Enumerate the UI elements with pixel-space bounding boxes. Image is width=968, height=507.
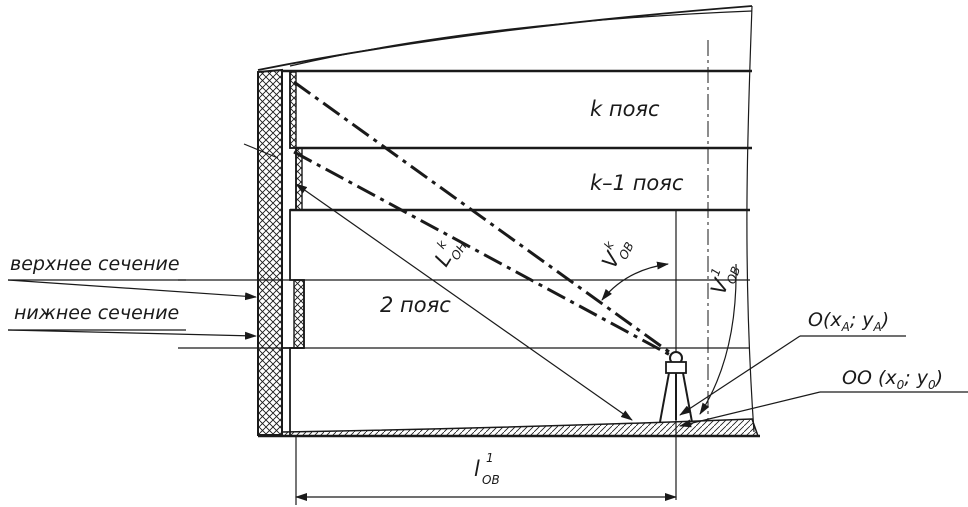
label-l-ob1-sup: 1 <box>486 451 494 465</box>
label-point-a-post: ) <box>880 309 889 331</box>
label-belt-k: k пояс <box>590 97 660 121</box>
label-lower-section: нижнее сечение <box>14 302 179 324</box>
v-obk-angle-arc <box>601 261 669 301</box>
label-l-ob1-sub: ОВ <box>482 473 500 487</box>
theodolite-instrument <box>659 351 693 423</box>
label-l-onk: L ОН k <box>430 237 470 270</box>
label-point-o-pre: OO (x <box>842 367 897 389</box>
l-onk-dimension-line <box>295 183 633 421</box>
label-point-o: OO (x0; y0) <box>842 367 943 392</box>
label-v-obk: V ОВ k <box>597 238 637 272</box>
label-point-a: O(xA; yA) <box>808 309 889 334</box>
label-l-ob1: l ОВ 1 <box>474 451 500 487</box>
wall-section-hatched <box>257 68 283 436</box>
l-onk-tick <box>243 143 279 159</box>
label-belt-k-minus-1: k–1 пояс <box>590 171 684 195</box>
point-a-leader-diag <box>679 335 801 416</box>
v-ob1-angle-arc <box>699 263 737 415</box>
lower-section-leader <box>7 329 257 340</box>
label-point-o-sub1: 0 <box>897 378 905 392</box>
sight-line-upper <box>293 80 673 356</box>
point-o-leader-diag <box>679 391 821 428</box>
label-point-a-sub2: A <box>873 320 882 334</box>
label-point-a-mid: ; y <box>850 309 874 331</box>
label-point-o-post: ) <box>934 367 943 389</box>
label-point-a-pre: O(x <box>808 309 842 331</box>
label-point-o-sub2: 0 <box>928 378 936 392</box>
label-upper-section: верхнее сечение <box>10 253 180 275</box>
label-v-ob1: V ОВ 1 <box>706 265 743 298</box>
label-point-a-sub1: A <box>841 320 850 334</box>
roof-inner-arc <box>289 10 753 67</box>
floor-hatched <box>281 418 760 437</box>
label-v-ob1-sub: ОВ <box>724 265 743 286</box>
upper-section-leader <box>7 279 257 301</box>
roof-outer-arc <box>257 5 753 71</box>
label-point-o-mid: ; y <box>904 367 928 389</box>
label-l-ob1-base: l <box>474 457 480 481</box>
label-v-ob1-sup: 1 <box>708 266 724 278</box>
right-break-line <box>746 5 755 433</box>
label-belt-2: 2 пояс <box>380 293 451 317</box>
